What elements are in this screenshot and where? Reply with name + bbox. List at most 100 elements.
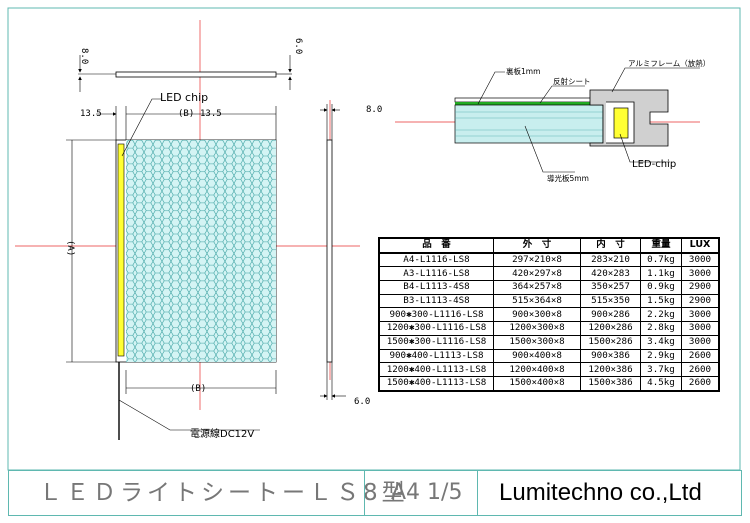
cell-weight: 0.7kg — [640, 252, 682, 268]
cell-outer: 297×210×8 — [493, 252, 581, 268]
front-view: LED chip 電源線DC12V — [115, 91, 277, 440]
cell-inner: 900×286 — [580, 307, 641, 323]
label-back-plate: 裏板1mm — [506, 66, 540, 76]
led-chip-label: LED chip — [160, 91, 208, 104]
header-model: 品 番 — [378, 237, 494, 254]
cell-weight: 1.5kg — [640, 293, 682, 309]
cell-lux: 3000 — [681, 334, 720, 350]
cell-outer: 364×257×8 — [493, 280, 581, 295]
cell-lux: 3000 — [681, 252, 720, 268]
cell-inner: 515×350 — [580, 293, 641, 309]
header-lux: LUX — [681, 237, 720, 254]
cell-inner: 1200×286 — [580, 321, 641, 336]
cell-inner: 350×257 — [580, 280, 641, 295]
cell-model: 1200✱400-L1113-LS8 — [378, 362, 494, 377]
cell-lux: 2600 — [681, 348, 720, 364]
cell-inner: 900×386 — [580, 348, 641, 364]
cell-outer: 900×400×8 — [493, 348, 581, 364]
side-view: 8.0 6.0 — [320, 104, 382, 407]
cell-model: 900✱400-L1113-LS8 — [378, 348, 494, 364]
cell-weight: 2.9kg — [640, 348, 682, 364]
title-block: ＬＥＤライトシートーＬＳ8型 A4 1/5 Lumitechno co.,Ltd — [8, 470, 742, 516]
label-section-led-chip: LED-chip — [632, 159, 676, 170]
cell-weight: 1.1kg — [640, 266, 682, 282]
cell-model: 1500✱400-L1113-LS8 — [378, 375, 494, 392]
top-view: 8.0 6.0 — [78, 38, 303, 92]
title-block-divider — [364, 471, 365, 515]
cell-lux: 2600 — [681, 362, 720, 377]
dim-margin-left: 13.5 — [80, 109, 102, 119]
back-plate — [454, 97, 604, 103]
cell-lux: 2600 — [681, 375, 720, 392]
cell-weight: 4.5kg — [640, 375, 682, 392]
cell-inner: 1500×386 — [580, 375, 641, 392]
title-block-divider — [477, 471, 478, 515]
drawing-title: ＬＥＤライトシートーＬＳ8型 — [39, 480, 409, 506]
dim-bottom-thickness: 6.0 — [354, 397, 370, 407]
cell-weight: 3.7kg — [640, 362, 682, 377]
cell-inner: 1500×286 — [580, 334, 641, 350]
cell-model: A3-L1116-LS8 — [378, 266, 494, 282]
cell-lux: 2900 — [681, 280, 720, 295]
cell-model: 900✱300-L1116-LS8 — [378, 307, 494, 323]
light-guide-plate — [454, 104, 604, 144]
label-aluminum-frame: アルミフレーム（放熱） — [628, 58, 710, 68]
cell-inner: 283×210 — [580, 252, 641, 268]
power-wire-label: 電源線DC12V — [190, 427, 254, 440]
cell-lux: 2900 — [681, 293, 720, 309]
section-view: 裏板1mm 反射シート アルミフレーム（放熱） 導光板5mm LED-chip — [454, 58, 710, 183]
cell-outer: 1500×400×8 — [493, 375, 581, 392]
cell-weight: 0.9kg — [640, 280, 682, 295]
section-led-chip — [613, 107, 629, 139]
led-strip — [117, 143, 125, 357]
cell-model: B3-L1113-4S8 — [378, 293, 494, 309]
cell-weight: 2.2kg — [640, 307, 682, 323]
cell-lux: 3000 — [681, 321, 720, 336]
cell-outer: 1500×300×8 — [493, 334, 581, 350]
cell-weight: 2.8kg — [640, 321, 682, 336]
cell-outer: 515×364×8 — [493, 293, 581, 309]
cell-model: B4-L1113-4S8 — [378, 280, 494, 295]
cell-model: A4-L1116-LS8 — [378, 252, 494, 268]
label-light-guide: 導光板5mm — [547, 173, 589, 183]
cell-inner: 420×283 — [580, 266, 641, 282]
cell-outer: 900×300×8 — [493, 307, 581, 323]
cell-model: 1200✱300-L1116-LS8 — [378, 321, 494, 336]
cell-outer: 1200×300×8 — [493, 321, 581, 336]
cell-inner: 1200×386 — [580, 362, 641, 377]
dim-top-thickness-right: 6.0 — [293, 38, 303, 54]
hex-area — [126, 140, 276, 362]
dim-bottom-width-label: (B) — [190, 384, 206, 394]
sheet-number: A4 1/5 — [391, 480, 463, 505]
dim-margin-right: 13.5 — [200, 109, 222, 119]
cell-lux: 3000 — [681, 266, 720, 282]
reflect-sheet — [455, 102, 603, 105]
dim-height-label: (A) — [65, 240, 75, 256]
company-name: Lumitechno co.,Ltd — [499, 479, 702, 506]
cell-outer: 420×297×8 — [493, 266, 581, 282]
cell-weight: 3.4kg — [640, 334, 682, 350]
cell-model: 1500✱300-L1116-LS8 — [378, 334, 494, 350]
header-inner: 内 寸 — [580, 237, 641, 254]
cell-lux: 3000 — [681, 307, 720, 323]
front-dimensions: 13.5 (B) 13.5 (A) (B) — [65, 106, 277, 394]
header-outer: 外 寸 — [493, 237, 581, 254]
dim-width-label: (B) — [178, 109, 194, 119]
cell-outer: 1200×400×8 — [493, 362, 581, 377]
table-header-row: 品 番 外 寸 内 寸 重量 LUX — [378, 237, 720, 254]
dim-top-thickness-left: 8.0 — [79, 48, 89, 64]
header-weight: 重量 — [640, 237, 682, 254]
label-reflect-sheet: 反射シート — [553, 76, 591, 86]
